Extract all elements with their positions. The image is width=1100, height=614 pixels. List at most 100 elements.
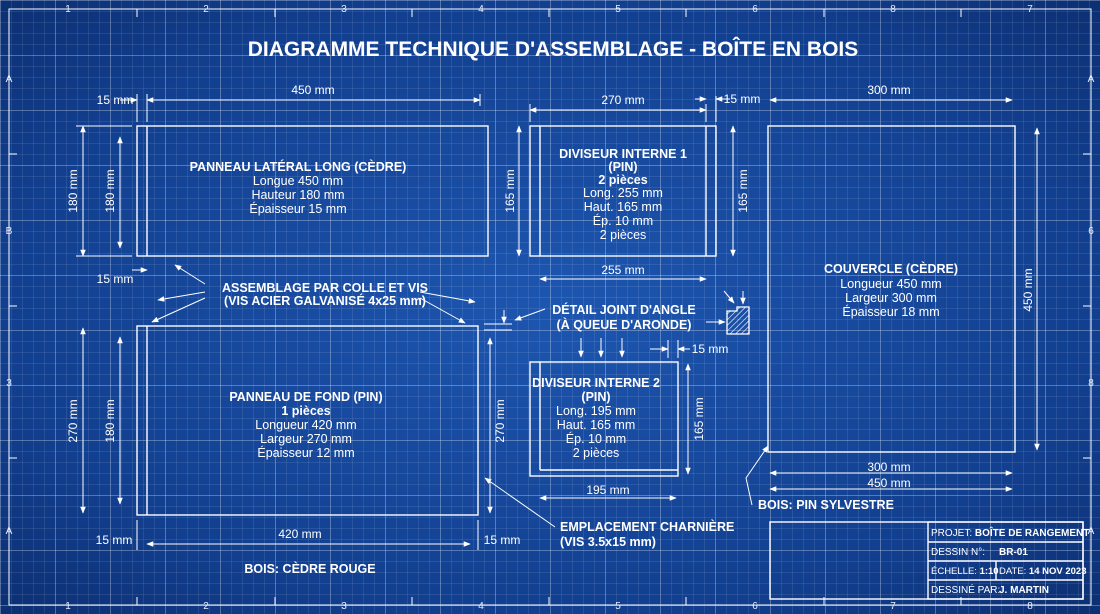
panel-long-height: Hauteur 180 mm bbox=[251, 188, 344, 202]
dim-label: 180 mm bbox=[103, 169, 117, 212]
panel-bottom-title: PANNEAU DE FOND (PIN) bbox=[229, 390, 382, 404]
divider-1-length: Long. 255 mm bbox=[583, 186, 663, 200]
frame-top-6: 6 bbox=[752, 4, 758, 15]
divider-1: DIVISEUR INTERNE 1 (PIN) 2 pièces Long. … bbox=[503, 92, 761, 282]
dim-label: 300 mm bbox=[867, 460, 910, 474]
dim-label: 15 mm bbox=[96, 533, 133, 547]
hinge-note-line1: EMPLACEMENT CHARNIÈRE bbox=[560, 519, 734, 534]
page-title: DIAGRAMME TECHNIQUE D'ASSEMBLAGE - BOÎTE… bbox=[248, 37, 859, 61]
scale-field: ÉCHELLE: 1:10 bbox=[931, 566, 999, 577]
dim-label: 165 mm bbox=[692, 397, 706, 440]
panel-bottom: PANNEAU DE FOND (PIN) 1 pièces Longueur … bbox=[66, 325, 521, 550]
drawn-by: J. MARTIN bbox=[999, 585, 1049, 596]
frame-right-1: A bbox=[1088, 74, 1095, 85]
frame-bottom-6: 6 bbox=[752, 601, 758, 612]
panel-bottom-thickness: Épaisseur 12 mm bbox=[257, 445, 354, 460]
panel-long: PANNEAU LATÉRAL LONG (CÈDRE) Longue 450 … bbox=[66, 83, 489, 286]
divider-2: DIVISEUR INTERNE 2 (PIN) Long. 195 mm Ha… bbox=[529, 340, 729, 501]
divider-1-material: (PIN) bbox=[608, 160, 637, 174]
wood-left-label: BOIS: CÈDRE ROUGE bbox=[244, 561, 375, 576]
joint-note-line1: DÉTAIL JOINT D'ANGLE bbox=[552, 302, 696, 317]
lid: COUVERCLE (CÈDRE) Longueur 450 mm Largeu… bbox=[767, 83, 1040, 492]
assembly-note: ASSEMBLAGE PAR COLLE ET VIS (VIS ACIER G… bbox=[151, 264, 476, 324]
title-block: PROJET: BOÎTE DE RANGEMENT DESSIN N°: BR… bbox=[769, 521, 1089, 600]
panel-long-title: PANNEAU LATÉRAL LONG (CÈDRE) bbox=[190, 159, 407, 174]
drawn-by-label: DESSINÉ PAR: bbox=[931, 583, 1000, 596]
dim-label: 165 mm bbox=[736, 169, 750, 212]
frame-top-7: 8 bbox=[890, 4, 896, 15]
divider-2-height: Haut. 165 mm bbox=[557, 418, 636, 432]
frame-top-3: 3 bbox=[341, 4, 347, 15]
date-field: DATE: 14 NOV 2023 bbox=[999, 566, 1087, 577]
frame-bottom-4: 4 bbox=[478, 601, 484, 612]
dim-label: 420 mm bbox=[278, 527, 321, 541]
divider-1-title: DIVISEUR INTERNE 1 bbox=[559, 147, 687, 161]
wood-right-label: BOIS: PIN SYLVESTRE bbox=[758, 498, 894, 512]
divider-2-pieces: 2 pièces bbox=[573, 446, 620, 460]
frame-left-1: A bbox=[6, 74, 13, 85]
dim-label: 15 mm bbox=[484, 533, 521, 547]
frame-bottom-7: 7 bbox=[890, 601, 896, 612]
dim-label: 15 mm bbox=[97, 272, 134, 286]
frame-top-4: 4 bbox=[478, 4, 484, 15]
joint-note: DÉTAIL JOINT D'ANGLE (À QUEUE D'ARONDE) bbox=[484, 290, 750, 358]
dim-label: 180 mm bbox=[66, 169, 80, 212]
frame-bottom-1: 1 bbox=[65, 601, 71, 612]
dovetail-joint-icon bbox=[726, 306, 750, 335]
drawing-number: BR-01 bbox=[999, 547, 1028, 558]
drawing-number-label: DESSIN N°: bbox=[931, 547, 985, 558]
dim-label: 15 mm bbox=[97, 93, 134, 107]
dim-label: 195 mm bbox=[586, 483, 629, 497]
hinge-note: EMPLACEMENT CHARNIÈRE (VIS 3.5x15 mm) bbox=[484, 477, 734, 549]
frame-right-4: A bbox=[1088, 526, 1095, 537]
frame-bottom-2: 2 bbox=[203, 601, 209, 612]
dim-label: 165 mm bbox=[503, 169, 517, 212]
dim-label: 270 mm bbox=[493, 399, 507, 442]
dim-label: 300 mm bbox=[867, 83, 910, 97]
project-field: PROJET: BOÎTE DE RANGEMENT bbox=[931, 526, 1089, 539]
frame-bottom-3: 3 bbox=[341, 601, 347, 612]
dim-label: 255 mm bbox=[601, 263, 644, 277]
dim-label: 270 mm bbox=[66, 399, 80, 442]
frame-left-4: A bbox=[6, 526, 13, 537]
frame-bottom-8: 8 bbox=[1027, 601, 1033, 612]
divider-1-height: Haut. 165 mm bbox=[584, 200, 663, 214]
divider-2-title: DIVISEUR INTERNE 2 bbox=[532, 376, 660, 390]
dim-label: 270 mm bbox=[601, 93, 644, 107]
panel-long-length: Longue 450 mm bbox=[253, 174, 343, 188]
divider-2-length: Long. 195 mm bbox=[556, 404, 636, 418]
divider-1-count: 2 pièces bbox=[598, 173, 647, 187]
joint-note-line2: (À QUEUE D'ARONDE) bbox=[557, 317, 692, 332]
frame-top-1: 1 bbox=[65, 4, 71, 15]
panel-bottom-count: 1 pièces bbox=[281, 404, 330, 418]
divider-2-thickness: Ép. 10 mm bbox=[566, 431, 626, 446]
dim-label: 450 mm bbox=[291, 83, 334, 97]
lid-length: Longueur 450 mm bbox=[840, 277, 941, 291]
frame-top-5: 5 bbox=[615, 4, 621, 15]
lid-thickness: Épaisseur 18 mm bbox=[842, 304, 939, 319]
lid-width: Largeur 300 mm bbox=[845, 291, 937, 305]
frame-left-2: B bbox=[6, 226, 13, 237]
panel-bottom-width: Largeur 270 mm bbox=[260, 432, 352, 446]
panel-bottom-length: Longueur 420 mm bbox=[255, 418, 356, 432]
frame-bottom-5: 5 bbox=[615, 601, 621, 612]
assembly-note-line1: ASSEMBLAGE PAR COLLE ET VIS bbox=[222, 281, 428, 295]
divider-1-thickness: Ép. 10 mm bbox=[593, 213, 653, 228]
divider-1-pieces: 2 pièces bbox=[600, 228, 647, 242]
frame-right-2: 6 bbox=[1088, 226, 1094, 237]
assembly-note-line2: (VIS ACIER GALVANISÉ 4x25 mm) bbox=[224, 293, 426, 308]
frame-left-3: 3 bbox=[6, 378, 12, 389]
panel-long-thickness: Épaisseur 15 mm bbox=[249, 201, 346, 216]
frame-top-2: 2 bbox=[203, 4, 209, 15]
frame-right-3: 8 bbox=[1088, 378, 1094, 389]
dim-label: 15 mm bbox=[724, 92, 761, 106]
divider-2-material: (PIN) bbox=[581, 390, 610, 404]
dim-label: 180 mm bbox=[103, 399, 117, 442]
lid-title: COUVERCLE (CÈDRE) bbox=[824, 261, 958, 276]
dim-label: 450 mm bbox=[867, 476, 910, 490]
frame-top-8: 7 bbox=[1027, 4, 1033, 15]
dim-label: 450 mm bbox=[1021, 268, 1035, 311]
dim-label: 15 mm bbox=[692, 342, 729, 356]
hinge-note-line2: (VIS 3.5x15 mm) bbox=[560, 535, 656, 549]
